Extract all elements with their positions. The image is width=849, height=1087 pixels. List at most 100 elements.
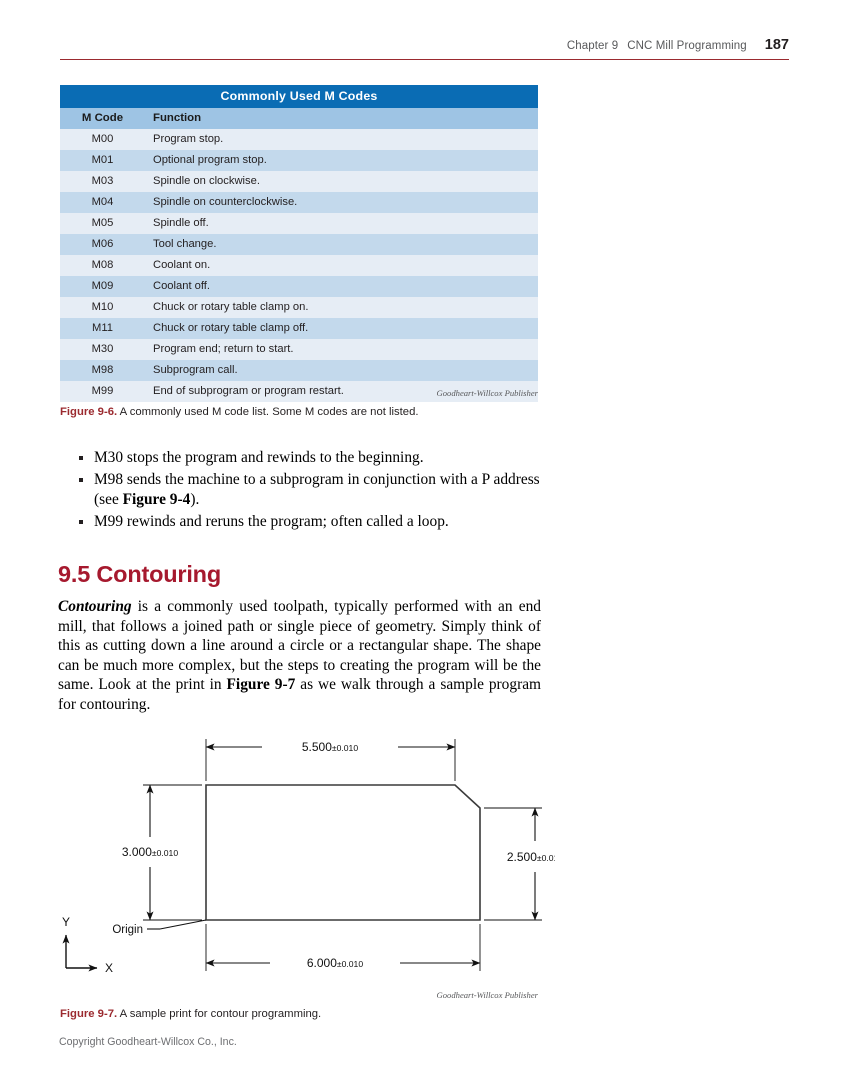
- figure-9-7-caption-text: A sample print for contour programming.: [117, 1008, 322, 1020]
- table-row: M01 Optional program stop.: [60, 150, 538, 171]
- dim-left-tolerance: ±0.010: [152, 848, 178, 858]
- table-row: M10 Chuck or rotary table clamp on.: [60, 297, 538, 318]
- table-row: M30 Program end; return to start.: [60, 339, 538, 360]
- bullet-square-icon: [79, 456, 83, 460]
- table-row: M06 Tool change.: [60, 234, 538, 255]
- dim-bottom-value: 6.000: [307, 956, 337, 970]
- cell-m-code: M08: [60, 255, 145, 276]
- part-profile-path: [205, 784, 481, 921]
- dimension-right: 2.500±0.010: [507, 807, 555, 921]
- cell-m-code: M06: [60, 234, 145, 255]
- dim-left-text: 3.000±0.010: [122, 845, 178, 859]
- dimension-left: 3.000±0.010: [122, 784, 178, 921]
- table-row: M05 Spindle off.: [60, 213, 538, 234]
- table-row: M03 Spindle on clockwise.: [60, 171, 538, 192]
- table-header-row: M Code Function: [60, 108, 538, 129]
- cell-function: Coolant off.: [145, 276, 538, 297]
- dim-bottom-tolerance: ±0.010: [337, 959, 363, 969]
- table-row: M98 Subprogram call.: [60, 360, 538, 381]
- dim-right-text: 2.500±0.010: [507, 850, 555, 864]
- column-header-m-code: M Code: [60, 108, 145, 129]
- list-item-text: M30 stops the program and rewinds to the…: [94, 449, 424, 466]
- cell-m-code: M00: [60, 129, 145, 150]
- cell-function: Chuck or rotary table clamp on.: [145, 297, 538, 318]
- paragraph-tail-text: as we walk through a sample program for …: [58, 676, 541, 713]
- table-title: Commonly Used M Codes: [60, 85, 538, 108]
- dim-bottom-text: 6.000±0.010: [307, 956, 363, 970]
- cell-m-code: M10: [60, 297, 145, 318]
- cell-function: Program stop.: [145, 129, 538, 150]
- dim-top-value: 5.500: [302, 740, 332, 754]
- figure-9-6-number: Figure 9-6.: [60, 406, 118, 418]
- bullet-list: M30 stops the program and rewinds to the…: [79, 448, 549, 533]
- figure-9-7-credit: Goodheart-Willcox Publisher: [436, 990, 538, 1000]
- axis-y-label: Y: [62, 915, 70, 929]
- figure-9-6-credit: Goodheart-Willcox Publisher: [436, 388, 538, 398]
- table-row: M09 Coolant off.: [60, 276, 538, 297]
- cell-function: Chuck or rotary table clamp off.: [145, 318, 538, 339]
- running-head: Chapter 9 CNC Mill Programming 187: [60, 36, 789, 54]
- figure-reference-9-4: Figure 9-4: [122, 491, 191, 508]
- paragraph-body-text: is a commonly used toolpath, typically p…: [58, 598, 541, 694]
- dim-top-text: 5.500±0.010: [302, 740, 358, 754]
- drawing-svg: 5.500±0.010 3.000±0.010 2.500±0.010: [62, 739, 555, 975]
- list-item-text: M99 rewinds and reruns the program; ofte…: [94, 512, 449, 530]
- cell-m-code: M01: [60, 150, 145, 171]
- origin-label: Origin: [112, 924, 143, 936]
- part-outline: [205, 784, 481, 921]
- cell-function: Spindle off.: [145, 213, 538, 234]
- running-head-title: CNC Mill Programming: [627, 40, 747, 52]
- bullet-square-icon: [79, 477, 83, 482]
- dim-right-value: 2.500: [507, 850, 537, 864]
- running-head-chapter: Chapter 9: [566, 40, 619, 52]
- section-paragraph: Contouring is a commonly used toolpath, …: [58, 597, 541, 715]
- figure-9-7-number: Figure 9-7.: [60, 1008, 118, 1020]
- cell-m-code: M03: [60, 171, 145, 192]
- table-row: M11 Chuck or rotary table clamp off.: [60, 318, 538, 339]
- cell-function: Spindle on counterclockwise.: [145, 192, 538, 213]
- list-item-text-before: M98 sends the machine to a subprogram in…: [94, 470, 540, 509]
- m-code-table-body: Commonly Used M Codes M Code Function M0…: [60, 85, 538, 402]
- dim-right-tolerance: ±0.010: [537, 853, 555, 863]
- figure-9-6-caption: Figure 9-6. A commonly used M code list.…: [60, 406, 419, 418]
- list-item-text-after: ).: [190, 491, 200, 508]
- cell-m-code: M09: [60, 276, 145, 297]
- cell-m-code: M04: [60, 192, 145, 213]
- cell-m-code: M98: [60, 360, 145, 381]
- term-contouring: Contouring: [58, 598, 132, 615]
- figure-9-6-caption-text: A commonly used M code list. Some M code…: [117, 406, 419, 418]
- cell-m-code: M30: [60, 339, 145, 360]
- cell-m-code: M05: [60, 213, 145, 234]
- cell-function: Tool change.: [145, 234, 538, 255]
- origin-callout: Origin: [112, 919, 207, 936]
- page-number: 187: [764, 37, 789, 53]
- cell-function: Program end; return to start.: [145, 339, 538, 360]
- dim-left-value: 3.000: [122, 845, 152, 859]
- cell-m-code: M99: [60, 381, 145, 402]
- axis-x-label: X: [105, 961, 113, 975]
- copyright-line: Copyright Goodheart-Willcox Co., Inc.: [59, 1036, 237, 1048]
- dimension-top: 5.500±0.010: [205, 740, 456, 754]
- section-heading: 9.5 Contouring: [58, 561, 221, 587]
- list-item: M99 rewinds and reruns the program; ofte…: [79, 512, 549, 533]
- table-row: M08 Coolant on.: [60, 255, 538, 276]
- figure-9-7-caption: Figure 9-7. A sample print for contour p…: [60, 1008, 321, 1020]
- cell-function: Coolant on.: [145, 255, 538, 276]
- cell-function: Spindle on clockwise.: [145, 171, 538, 192]
- cell-function: Subprogram call.: [145, 360, 538, 381]
- dimension-bottom: 6.000±0.010: [205, 956, 481, 970]
- cell-function: End of subprogram or program restart.: [145, 381, 538, 402]
- header-rule: [60, 59, 789, 60]
- origin-leader-line: [159, 919, 207, 930]
- axis-indicator: Y X: [62, 915, 113, 975]
- cell-function: Optional program stop.: [145, 150, 538, 171]
- m-code-table: Commonly Used M Codes M Code Function M0…: [60, 85, 538, 402]
- table-row: M00 Program stop.: [60, 129, 538, 150]
- table-row: M99 End of subprogram or program restart…: [60, 381, 538, 402]
- column-header-function: Function: [145, 108, 538, 129]
- cell-m-code: M11: [60, 318, 145, 339]
- table-row: M04 Spindle on counterclockwise.: [60, 192, 538, 213]
- list-item: M30 stops the program and rewinds to the…: [79, 448, 549, 469]
- bullet-square-icon: [79, 519, 83, 524]
